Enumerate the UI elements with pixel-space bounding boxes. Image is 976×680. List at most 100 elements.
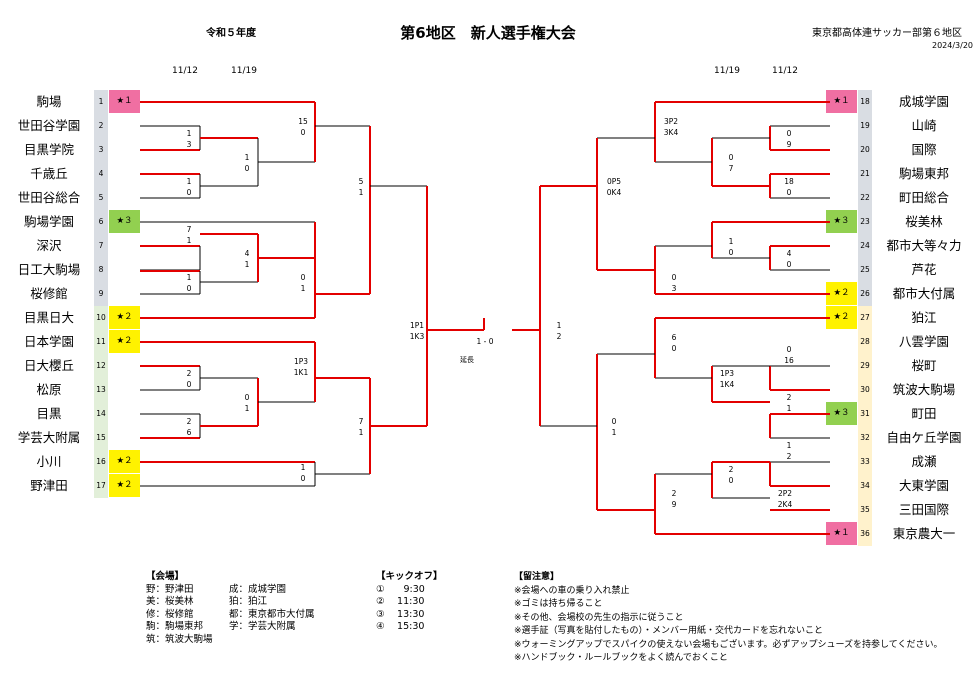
- team-number: 23: [858, 210, 872, 234]
- organizer-label: 東京都高体連サッカー部第６地区: [812, 28, 962, 39]
- kickoff-item: ② 11:30: [376, 596, 425, 607]
- score-top: 2: [786, 393, 792, 402]
- seed-badge: ★２: [109, 450, 140, 473]
- score-top: 1: [186, 129, 192, 138]
- score-bottom: 1: [358, 188, 364, 197]
- seed-badge: ★１: [109, 90, 140, 113]
- score-top: 1: [244, 153, 250, 162]
- score-bottom: 7: [728, 164, 734, 173]
- team-name: 大東学園: [898, 478, 949, 493]
- score-top: 1: [728, 237, 734, 246]
- team-number: 1: [94, 90, 108, 114]
- venue-col2: 成：成城学園 狛：狛江 都：東京都市大付属 学：学芸大附属: [229, 584, 315, 634]
- seed-badge: ★１: [826, 90, 857, 113]
- team-name: 芦花: [911, 262, 937, 277]
- seed-badge: ★２: [826, 282, 857, 305]
- seed-badge: ★３: [826, 210, 857, 233]
- score-top: 0: [786, 129, 792, 138]
- issue-date: 2024/3/20: [932, 41, 974, 50]
- team-number: 13: [94, 378, 108, 402]
- score-top: 18: [784, 177, 794, 186]
- score-bottom: 2: [556, 332, 562, 341]
- team-number: 16: [94, 450, 108, 474]
- team-name: 駒場: [36, 94, 62, 109]
- team-number: 21: [858, 162, 872, 186]
- seed-badge: ★３: [826, 402, 857, 425]
- score-top: 1: [186, 177, 192, 186]
- score-top: 0: [671, 273, 677, 282]
- score-bottom: 3K4: [663, 128, 679, 137]
- kickoff-item: ① 9:30: [376, 583, 425, 595]
- page-title: 第6地区 新人選手権大会: [400, 24, 576, 42]
- venue-item: 駒：駒場東邦: [146, 621, 204, 632]
- score-top: 0: [728, 153, 734, 162]
- venue-item: 美：桜美林: [146, 596, 194, 607]
- team-number: 35: [858, 498, 872, 522]
- score-bottom: 1: [611, 428, 617, 437]
- score-top: 4: [786, 249, 792, 258]
- score-bottom: 0: [728, 248, 734, 257]
- score-bottom: 9: [786, 140, 792, 149]
- score-top: 0: [300, 273, 306, 282]
- team-name: 日本学園: [23, 334, 74, 349]
- team-name: 千歳丘: [30, 166, 68, 181]
- score-top: 1: [186, 273, 192, 282]
- team-number: 19: [858, 114, 872, 138]
- team-name: 都市大等々力: [886, 238, 962, 253]
- venue-item: 成：成城学園: [229, 583, 287, 595]
- team-name: 都市大付属: [892, 286, 956, 301]
- seed-badge: ★２: [109, 330, 140, 353]
- score-top: 2: [186, 369, 192, 378]
- team-name: 駒場学園: [23, 214, 74, 229]
- score-bottom: 0: [300, 474, 306, 483]
- score-top: 7: [186, 225, 192, 234]
- score-bottom: 0: [786, 188, 792, 197]
- score-top: 1: [556, 321, 562, 330]
- team-name: 桜美林: [905, 214, 943, 229]
- team-number: 9: [94, 282, 108, 306]
- score-bottom: 1: [358, 428, 364, 437]
- team-number: 32: [858, 426, 872, 450]
- score-bottom: 1: [244, 404, 250, 413]
- score-bottom: 0: [186, 380, 192, 389]
- team-name: 松原: [36, 382, 62, 397]
- note-item: ※ゴミは持ち帰ること: [514, 599, 603, 609]
- score-top: 7: [358, 417, 364, 426]
- team-number: 7: [94, 234, 108, 258]
- round2-date-left: 11/19: [231, 66, 257, 76]
- score-top: 2: [671, 489, 677, 498]
- score-top: 15: [298, 117, 308, 126]
- score-bottom: 1K4: [719, 380, 735, 389]
- team-name: 野津田: [30, 478, 68, 493]
- score-bottom: 0: [186, 284, 192, 293]
- team-number: 17: [94, 474, 108, 498]
- seed-badge: ★２: [826, 306, 857, 329]
- seed-badge: ★２: [109, 306, 140, 329]
- round2-date-right: 11/19: [714, 66, 740, 76]
- team-number: 10: [94, 306, 108, 330]
- score-top: 2P2: [777, 489, 793, 498]
- kickoff-item: ④ 15:30: [376, 621, 425, 632]
- team-number: 15: [94, 426, 108, 450]
- team-name: 山崎: [911, 118, 937, 133]
- team-name: 深沢: [36, 238, 62, 253]
- seed-badge: ★２: [109, 474, 140, 497]
- team-name: 目黒: [36, 406, 62, 421]
- team-number: 22: [858, 186, 872, 210]
